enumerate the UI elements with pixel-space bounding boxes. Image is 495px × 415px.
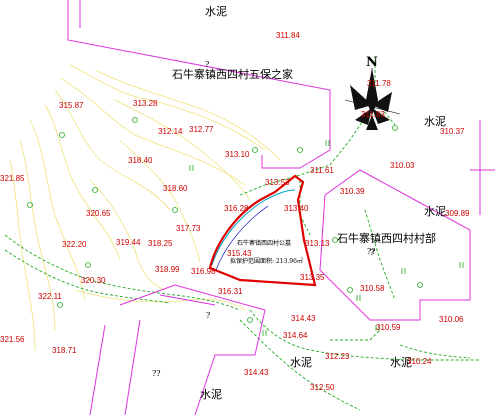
elevation-label: 310.58 [360, 284, 385, 293]
elevation-label: 320.65 [86, 209, 111, 218]
elevation-label: 312.23 [325, 352, 350, 361]
elevation-label: 317.73 [176, 224, 201, 233]
elevation-label: 312.50 [310, 383, 335, 392]
label-village-office: 石牛寨镇西四村村部 [337, 231, 436, 245]
elevation-label: 321.85 [0, 174, 25, 183]
ditch-line [211, 189, 296, 266]
elevation-points: 311.84 311.78 311.83 310.37 315.87 313.2… [0, 31, 470, 392]
elevation-label: 310.03 [390, 161, 415, 170]
vegetation-markers [27, 117, 423, 323]
elevation-label: 313.40 [284, 204, 309, 213]
elevation-label: 311.78 [367, 79, 391, 88]
label-wubao-home: 石牛寨镇西四村五保之家 [172, 67, 293, 81]
label-shuini-bottom2: 水泥 [390, 356, 412, 369]
elevation-label: 316.31 [218, 287, 243, 296]
mark-question1: ? [205, 60, 209, 69]
mark-question2: ? [370, 248, 374, 257]
label-shuini-top: 水泥 [205, 5, 227, 18]
elevation-label: 309.89 [445, 209, 470, 218]
elevation-label: 311.84 [276, 31, 300, 40]
elevation-label: 320.30 [81, 276, 106, 285]
elevation-label: 313.35 [300, 273, 325, 282]
elevation-label: 310.06 [439, 315, 464, 324]
parcel-area: 拟保护范围面积: 213.96㎡ [230, 257, 303, 265]
elevation-label: 321.56 [0, 335, 25, 344]
north-label: N [366, 55, 378, 70]
elevation-label: 315.87 [59, 101, 84, 110]
mark-question4: ?? [152, 369, 161, 378]
parcel-name: 石牛寨镇西四村公墓 [237, 239, 291, 247]
elevation-label: 318.99 [155, 265, 180, 274]
mark-question5: ?? [367, 247, 376, 256]
label-shuini-right2: 水泥 [424, 205, 446, 218]
elevation-label: 314.43 [244, 368, 269, 377]
north-arrow-icon [344, 68, 401, 130]
elevation-label: 311.61 [310, 166, 334, 175]
parcel-boundary [208, 174, 317, 287]
elevation-label: 310.24 [407, 357, 432, 366]
elevation-label: 313.10 [225, 150, 250, 159]
elevation-label: 322.11 [38, 292, 62, 301]
label-shuini-right: 水泥 [424, 115, 446, 128]
elevation-label: 318.25 [148, 239, 173, 248]
elevation-label: 313.28 [133, 99, 158, 108]
mark-question3: ? [206, 311, 210, 320]
elevation-label: 313.53 [265, 178, 290, 187]
elevation-label: 318.60 [163, 184, 188, 193]
elevation-label: 311.83 [361, 110, 385, 119]
elevation-label: 322.20 [62, 240, 87, 249]
elevation-label: 312.14 [158, 127, 183, 136]
elevation-label: 314.43 [291, 314, 316, 323]
label-shuini-bottom3: 水泥 [200, 388, 222, 401]
buildings [67, 0, 495, 415]
ditch-line-inner [215, 205, 269, 271]
elevation-label: 312.77 [189, 125, 214, 134]
elevation-label: 313.13 [305, 239, 330, 248]
elevation-label: 315.43 [227, 249, 252, 258]
contour-lines [9, 64, 281, 351]
elevation-label: 310.39 [340, 187, 365, 196]
elevation-label: 319.44 [116, 238, 141, 247]
elevation-label: 310.37 [440, 127, 465, 136]
elevation-label: 316.28 [224, 204, 249, 213]
elevation-label: 314.64 [283, 331, 308, 340]
elevation-label: 318.40 [128, 156, 153, 165]
elevation-label: 310.59 [376, 323, 401, 332]
grass-marks [189, 140, 464, 336]
elevation-label: 316.98 [191, 267, 216, 276]
label-shuini-bottom1: 水泥 [290, 356, 312, 369]
elevation-label: 318.71 [52, 346, 77, 355]
